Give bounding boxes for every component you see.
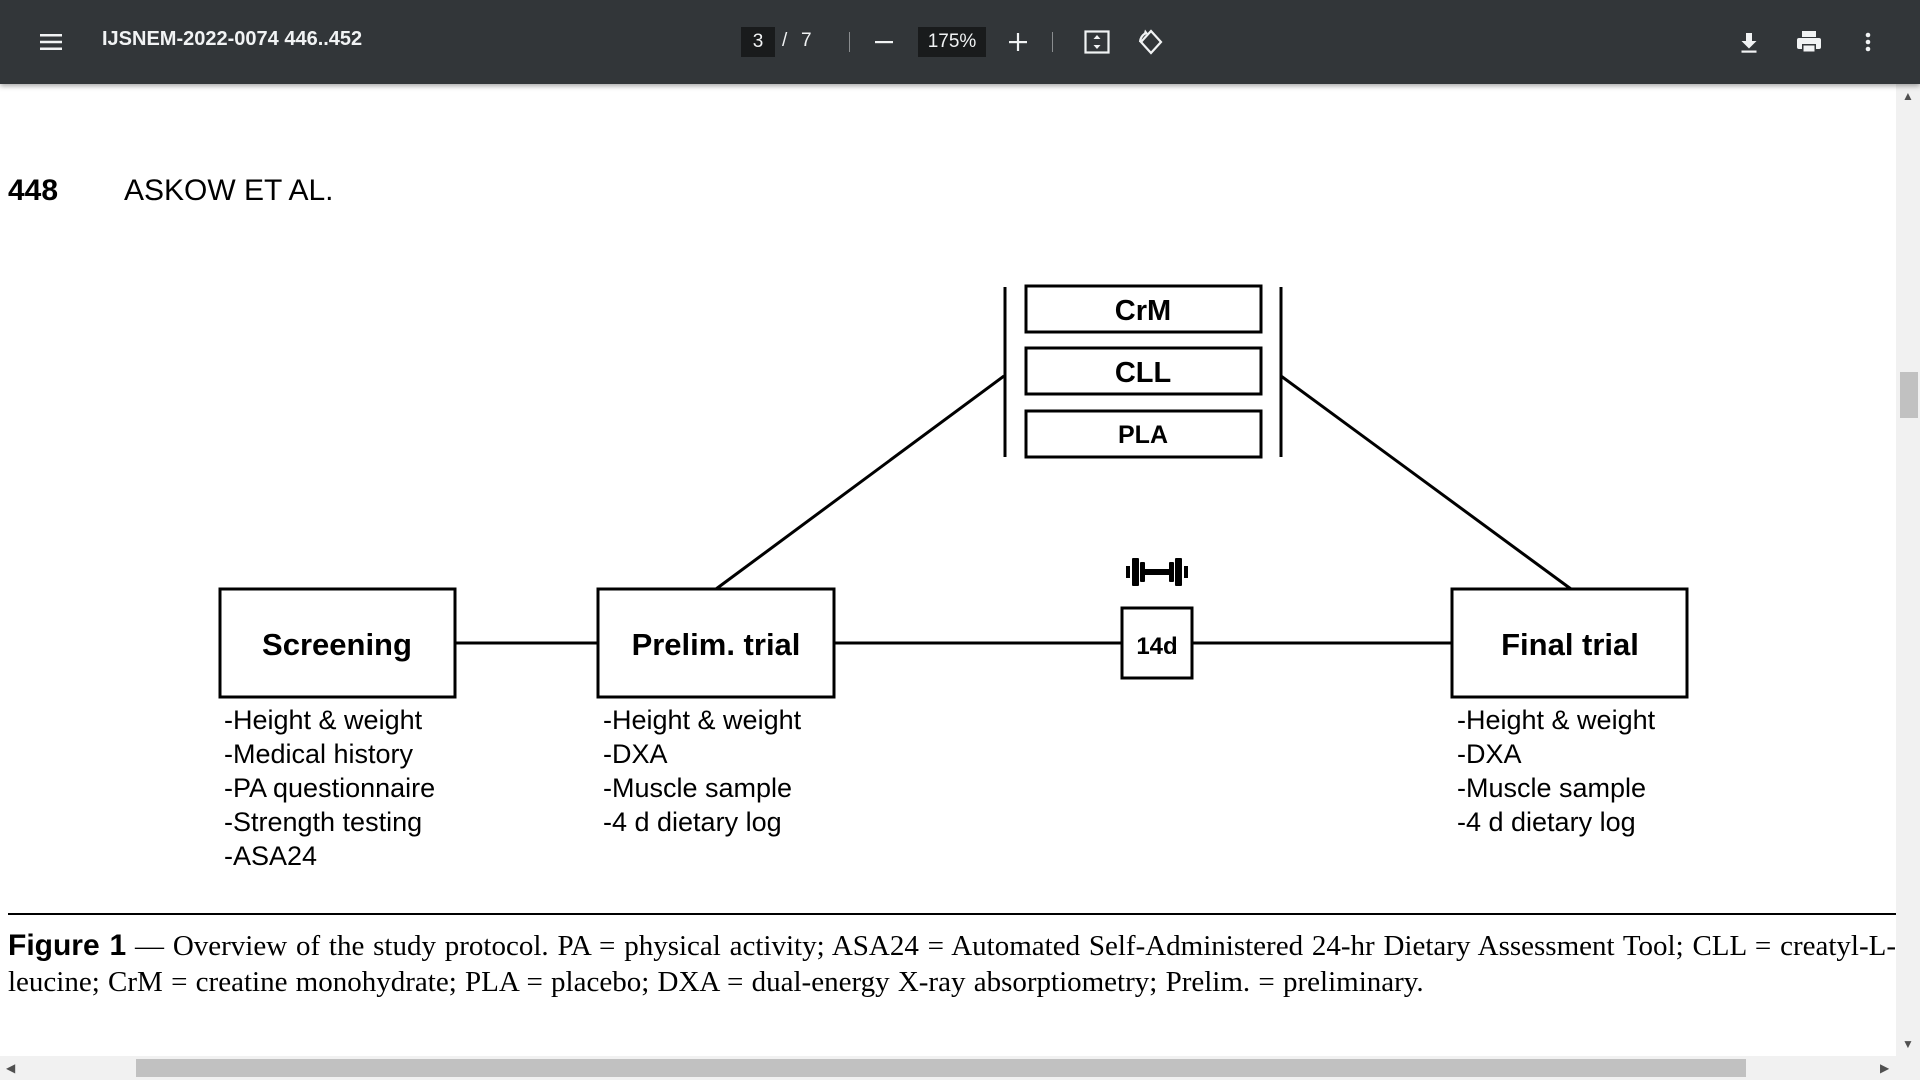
caption-rule — [8, 913, 1896, 915]
study-protocol-diagram: CrM CLL PLA Screening Prelim. trial Fina… — [218, 284, 1689, 871]
stage-title: Final trial — [1501, 627, 1639, 662]
download-icon — [1741, 33, 1757, 53]
menu-button[interactable] — [29, 20, 73, 64]
page-separator: / — [782, 30, 788, 51]
hamburger-menu-icon — [40, 34, 62, 50]
final-item: -DXA — [1457, 739, 1522, 769]
prelim-item: -DXA — [603, 739, 668, 769]
toolbar-divider — [1052, 32, 1053, 52]
print-button[interactable] — [1787, 20, 1831, 64]
supplement-box: CLL — [1024, 346, 1263, 396]
duration-box: 14d — [1120, 606, 1194, 680]
supplement-label: CLL — [1115, 357, 1171, 389]
page-total: 7 — [801, 30, 812, 51]
rotate-button[interactable] — [1129, 20, 1173, 64]
screening-item: -Strength testing — [224, 807, 422, 837]
document-viewer: 448 ASKOW ET AL. CrM CLL PLA — [0, 84, 1896, 1056]
supplement-label: PLA — [1118, 421, 1168, 449]
running-head-authors: ASKOW ET AL. — [124, 174, 334, 207]
duration-label: 14d — [1136, 633, 1177, 660]
vertical-scrollbar[interactable]: ▲ ▼ — [1896, 84, 1920, 1056]
vertical-scroll-thumb[interactable] — [1900, 372, 1918, 418]
scroll-right-arrow-icon[interactable]: ▶ — [1880, 1061, 1890, 1075]
supplement-label: CrM — [1115, 295, 1171, 327]
fit-to-page-icon — [1084, 30, 1110, 54]
screening-box: Screening — [218, 587, 457, 699]
running-header: 448 ASKOW ET AL. — [8, 174, 334, 208]
more-vertical-icon — [1865, 32, 1871, 52]
stage-title: Prelim. trial — [632, 627, 801, 662]
print-icon — [1797, 31, 1821, 53]
horizontal-scrollbar[interactable]: ◀ ▶ — [0, 1056, 1920, 1080]
zoom-out-button[interactable] — [862, 20, 906, 64]
final-item: -4 d dietary log — [1457, 807, 1636, 837]
toolbar-divider — [849, 32, 850, 52]
pdf-toolbar: IJSNEM-2022-0074 446..452 / 7 — [0, 0, 1920, 84]
prelim-item: -Height & weight — [603, 705, 802, 735]
fit-to-page-button[interactable] — [1075, 20, 1119, 64]
scroll-down-arrow-icon[interactable]: ▼ — [1902, 1037, 1914, 1051]
figure-label: Figure 1 — [8, 929, 127, 962]
page-number: 448 — [8, 174, 59, 207]
screening-item: -Height & weight — [224, 705, 423, 735]
prelim-trial-box: Prelim. trial — [596, 587, 836, 699]
final-item: -Muscle sample — [1457, 773, 1646, 803]
page-number-input[interactable] — [741, 27, 775, 57]
rotate-icon — [1138, 29, 1163, 55]
caption-dash: — — [135, 930, 165, 962]
final-trial-box: Final trial — [1450, 587, 1689, 699]
zoom-input[interactable] — [918, 27, 986, 57]
zoom-in-button[interactable] — [996, 20, 1040, 64]
screening-item: -Medical history — [224, 739, 414, 769]
caption-text: Overview of the study protocol. PA = phy… — [8, 930, 1896, 998]
stage-title: Screening — [262, 627, 412, 662]
dumbbell-icon — [1126, 558, 1188, 586]
prelim-item: -Muscle sample — [603, 773, 792, 803]
screening-item: -ASA24 — [224, 841, 317, 871]
figure-caption: Figure 1 — Overview of the study protoco… — [8, 928, 1896, 1000]
connector-line — [715, 374, 1005, 591]
final-item: -Height & weight — [1457, 705, 1656, 735]
screening-item: -PA questionnaire — [224, 773, 435, 803]
horizontal-scroll-thumb[interactable] — [136, 1059, 1746, 1077]
scroll-left-arrow-icon[interactable]: ◀ — [6, 1061, 16, 1075]
minus-icon — [875, 41, 893, 44]
document-title: IJSNEM-2022-0074 446..452 — [102, 28, 363, 50]
prelim-item: -4 d dietary log — [603, 807, 782, 837]
more-options-button[interactable] — [1846, 20, 1890, 64]
supplement-box: PLA — [1024, 409, 1263, 459]
plus-icon — [1009, 33, 1027, 51]
connector-line — [1280, 374, 1572, 591]
scroll-up-arrow-icon[interactable]: ▲ — [1902, 89, 1914, 103]
supplement-box: CrM — [1024, 284, 1263, 334]
download-button[interactable] — [1727, 20, 1771, 64]
